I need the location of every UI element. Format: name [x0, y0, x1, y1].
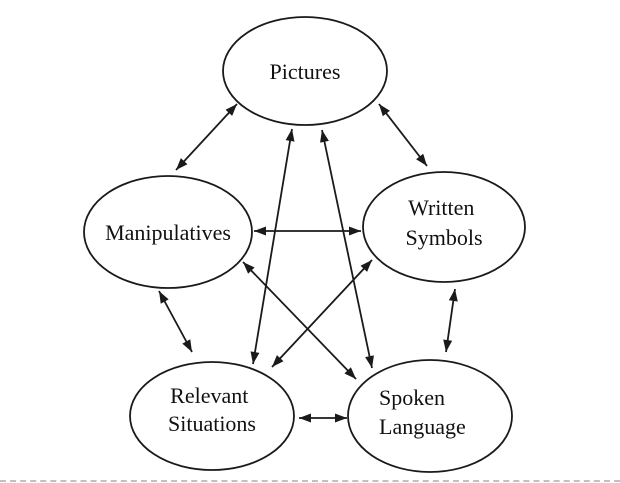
node-written-symbols-ellipse [362, 171, 526, 283]
edge-pictures-written-symbols [378, 103, 428, 167]
node-pictures-ellipse [222, 16, 388, 126]
node-spoken-language-label: Spoken Language [379, 385, 466, 439]
node-manipulatives-ellipse [83, 175, 253, 289]
node-relevant-situations-ellipse [129, 361, 295, 471]
node-pictures-label: Pictures [270, 59, 341, 84]
node-written-symbols-label: Written Symbols [405, 195, 482, 250]
edge-manipulatives-relevant-situations [158, 290, 193, 353]
edge-pictures-relevant-situations [250, 128, 295, 365]
node-spoken-language-ellipse [347, 359, 513, 473]
edge-pictures-spoken-language [320, 129, 374, 369]
edge-written-symbols-relevant-situations [271, 259, 373, 368]
node-relevant-situations-label: Relevant Situations [168, 383, 256, 436]
edge-pictures-manipulatives [175, 103, 238, 171]
node-manipulatives-label: Manipulatives [105, 220, 231, 245]
bottom-scan-artifact-line [0, 480, 620, 482]
edge-written-symbols-spoken-language [443, 288, 458, 353]
